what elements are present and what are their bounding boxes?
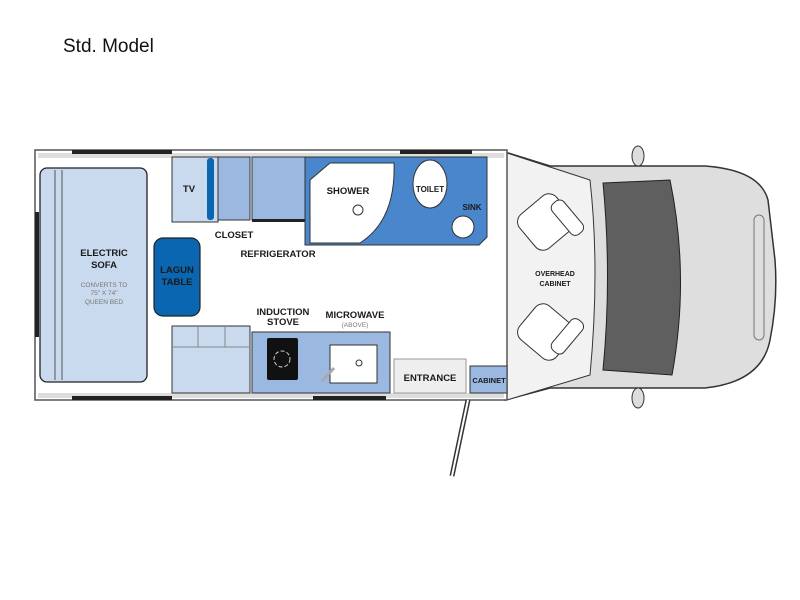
cabinet-label: CABINET	[472, 376, 506, 385]
entry-cabinet: CABINET	[469, 365, 508, 394]
sofa-note-1: CONVERTS TO	[81, 282, 128, 289]
passenger-seat	[517, 303, 585, 361]
lagun-table: LAGUN TABLE	[153, 237, 201, 317]
entrance-label: ENTRANCE	[404, 373, 457, 384]
window	[72, 150, 172, 154]
closet: CLOSET	[215, 156, 254, 241]
window	[72, 396, 172, 400]
table-label-2: TABLE	[162, 277, 193, 288]
toilet-label: TOILET	[416, 185, 444, 194]
window	[400, 150, 472, 154]
kitchen-sink	[329, 344, 378, 384]
closet-label: CLOSET	[215, 230, 254, 241]
sink-label: SINK	[462, 203, 481, 212]
model-title: Std. Model	[63, 36, 154, 57]
bathroom-sink	[451, 215, 475, 239]
stove-label-2: STOVE	[267, 317, 299, 328]
electric-sofa: ELECTRIC SOFA CONVERTS TO 75" X 74" QUEE…	[39, 167, 148, 383]
driver-seat	[517, 193, 585, 251]
refrigerator: REFRIGERATOR	[240, 156, 316, 260]
shower-label: SHOWER	[327, 186, 370, 197]
entrance: ENTRANCE	[393, 358, 471, 477]
bathroom: SHOWER TOILET SINK	[304, 156, 488, 246]
dinette-cabinet	[171, 325, 251, 394]
mirror-top	[631, 145, 645, 167]
tv-cabinet: TV	[171, 156, 219, 223]
van-cab: OVERHEAD CABINET	[504, 145, 777, 409]
sofa-label-2: SOFA	[91, 260, 117, 271]
microwave-label: MICROWAVE	[326, 310, 385, 321]
sofa-note-2: 75" X 74"	[90, 290, 118, 297]
front-grille	[753, 214, 765, 341]
microwave-note: (ABOVE)	[342, 322, 369, 329]
shower	[309, 162, 395, 244]
induction-stove	[267, 338, 298, 380]
kitchen-counter: INDUCTION STOVE MICROWAVE (ABOVE)	[251, 307, 391, 394]
overhead-label-2: CABINET	[539, 281, 571, 288]
sofa-note-3: QUEEN BED	[85, 299, 124, 306]
window	[313, 396, 386, 400]
toilet	[412, 159, 448, 209]
stove-label-1: INDUCTION	[257, 307, 310, 318]
windshield	[602, 179, 682, 376]
tv-label: TV	[183, 184, 196, 195]
window	[35, 212, 39, 337]
table-label-1: LAGUN	[160, 265, 194, 276]
refrigerator-label: REFRIGERATOR	[240, 249, 315, 260]
sofa-label-1: ELECTRIC	[80, 248, 128, 259]
overhead-label-1: OVERHEAD	[535, 271, 575, 278]
mirror-bottom	[631, 387, 645, 409]
faucet	[320, 366, 336, 383]
